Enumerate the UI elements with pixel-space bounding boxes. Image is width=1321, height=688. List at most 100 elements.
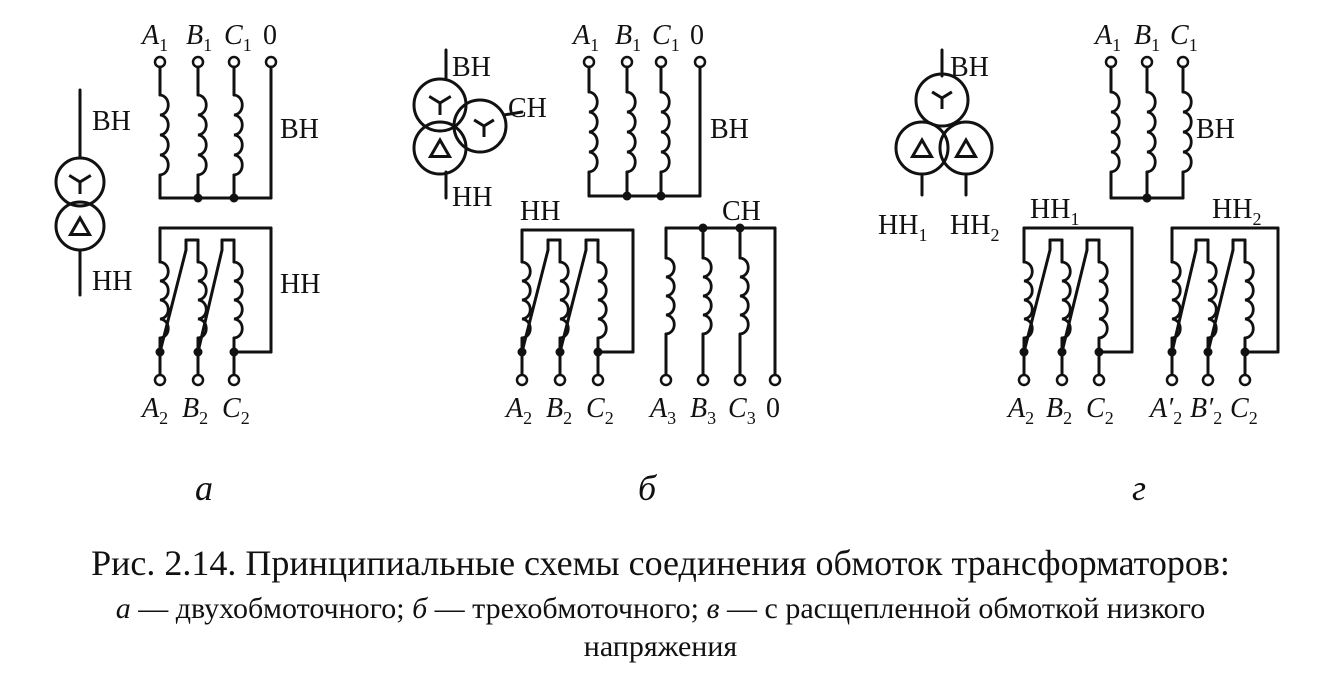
delta-symbol <box>909 136 935 158</box>
junction-dot <box>1142 193 1152 203</box>
phase-index: 2 <box>1249 408 1258 428</box>
delta-link <box>520 248 550 354</box>
symbol-hv-label: ВН <box>452 52 491 83</box>
terminal <box>591 373 605 387</box>
terminal <box>553 373 567 387</box>
winding-coil <box>196 93 208 177</box>
wye-symbol <box>941 90 953 100</box>
winding-lv2-label: НН2 <box>1212 194 1261 229</box>
terminal-a1-label: A1 <box>140 20 168 55</box>
terminal-c1-label: C1 <box>224 20 252 55</box>
symbol-lead <box>502 110 524 117</box>
delta-link <box>158 248 188 354</box>
phase-letter: B <box>546 393 563 424</box>
phase-index: 1 <box>203 35 212 55</box>
terminal <box>1017 373 1031 387</box>
lv1-text: НН <box>878 210 918 241</box>
terminal <box>515 373 529 387</box>
terminal-c2-second-label: C2 <box>1230 393 1258 428</box>
phase-index: 1 <box>671 35 680 55</box>
panel-a-letter: а <box>195 468 213 508</box>
symbol-lv-label: НН <box>92 266 132 297</box>
wye-symbol <box>931 90 943 100</box>
terminal-a3-label: A3 <box>648 393 676 428</box>
phase-index: 2 <box>605 408 614 428</box>
symbol-mv-label: СН <box>508 93 547 124</box>
phase-index: 1 <box>243 35 252 55</box>
phase-index: 2 <box>159 408 168 428</box>
phase-index: 1 <box>590 35 599 55</box>
winding-hv-label: ВН <box>710 114 749 145</box>
terminal <box>1055 373 1069 387</box>
terminal-c1-label: C1 <box>652 20 680 55</box>
terminal-neutral-label: 0 <box>766 393 780 424</box>
terminal-b2-label: B2 <box>182 393 208 428</box>
symbol-lv-label: НН <box>452 182 492 213</box>
terminal-c1-label: C1 <box>1170 20 1198 55</box>
winding-coil <box>738 256 750 336</box>
panel-g-letter: г <box>1132 468 1146 508</box>
terminal-b1-label: B1 <box>186 20 212 55</box>
phase-index: 2 <box>1063 408 1072 428</box>
caption-part-c-text: — с расщепленной обмоткой низкого напряж… <box>583 592 1206 663</box>
delta-symbol <box>67 214 93 236</box>
lv1-index: 1 <box>918 225 927 245</box>
terminal <box>1092 373 1106 387</box>
delta-link <box>558 248 588 354</box>
terminal-b1-label: B1 <box>615 20 641 55</box>
transformer-ring <box>54 156 106 208</box>
phase-index: 2 <box>1025 408 1034 428</box>
phase-index: 3 <box>747 408 756 428</box>
winding-coil <box>1145 90 1157 174</box>
terminal-c2-label: C2 <box>222 393 250 428</box>
phase-index: 2 <box>199 408 208 428</box>
winding-coil <box>625 90 637 174</box>
phase-letter: C <box>1230 393 1249 424</box>
terminal-a2-label: A2 <box>1006 393 1034 428</box>
delta-link <box>1060 248 1089 354</box>
figure-caption: Рис. 2.14. Принципиальные схемы соединен… <box>0 542 1321 666</box>
caption-description: а — двухобмоточного; б — трехобмоточного… <box>0 590 1321 666</box>
phase-index: 2 <box>523 408 532 428</box>
phase-index: 3 <box>707 408 716 428</box>
phase-letter: B <box>1134 20 1151 51</box>
wye-symbol <box>68 174 81 184</box>
caption-part-b-text: — трехобмоточного; <box>427 592 707 625</box>
terminal-c3-label: C3 <box>728 393 756 428</box>
phase-index: 3 <box>667 408 676 428</box>
winding-hv-label: ВН <box>280 114 319 145</box>
terminal <box>659 373 673 387</box>
winding-lv-label: НН <box>280 269 320 300</box>
terminal-a2-label: A2 <box>504 393 532 428</box>
delta-link <box>1170 248 1198 354</box>
terminal <box>768 373 782 387</box>
phase-letter: B <box>182 393 199 424</box>
transformer-ring <box>914 72 970 128</box>
caption-title: Рис. 2.14. Принципиальные схемы соединен… <box>91 543 1230 583</box>
terminal-a2-prime-label: A′2 <box>1148 393 1182 428</box>
lv2-text: НН <box>950 210 990 241</box>
phase-letter: A <box>571 20 591 51</box>
phase-letter: A <box>504 393 524 424</box>
winding-coil <box>596 260 608 340</box>
terminal <box>153 373 167 387</box>
delta-symbol <box>953 136 979 158</box>
phase-letter: B <box>1046 393 1063 424</box>
winding-coil <box>664 256 676 336</box>
caption-part-a-letter: а <box>115 592 131 625</box>
terminal-c2-label: C2 <box>586 393 614 428</box>
phase-index: 2 <box>1105 408 1114 428</box>
phase-letter: C <box>652 20 671 51</box>
phase-letter: B <box>690 393 707 424</box>
phase-index: 2 <box>241 408 250 428</box>
winding-hv-label: ВН <box>1196 114 1235 145</box>
winding-coil <box>232 260 244 340</box>
phase-letter: A <box>648 393 668 424</box>
terminal <box>1201 373 1215 387</box>
phase-index: 1 <box>632 35 641 55</box>
phase-index: 1 <box>1151 35 1160 55</box>
transformer-ring <box>54 200 106 252</box>
